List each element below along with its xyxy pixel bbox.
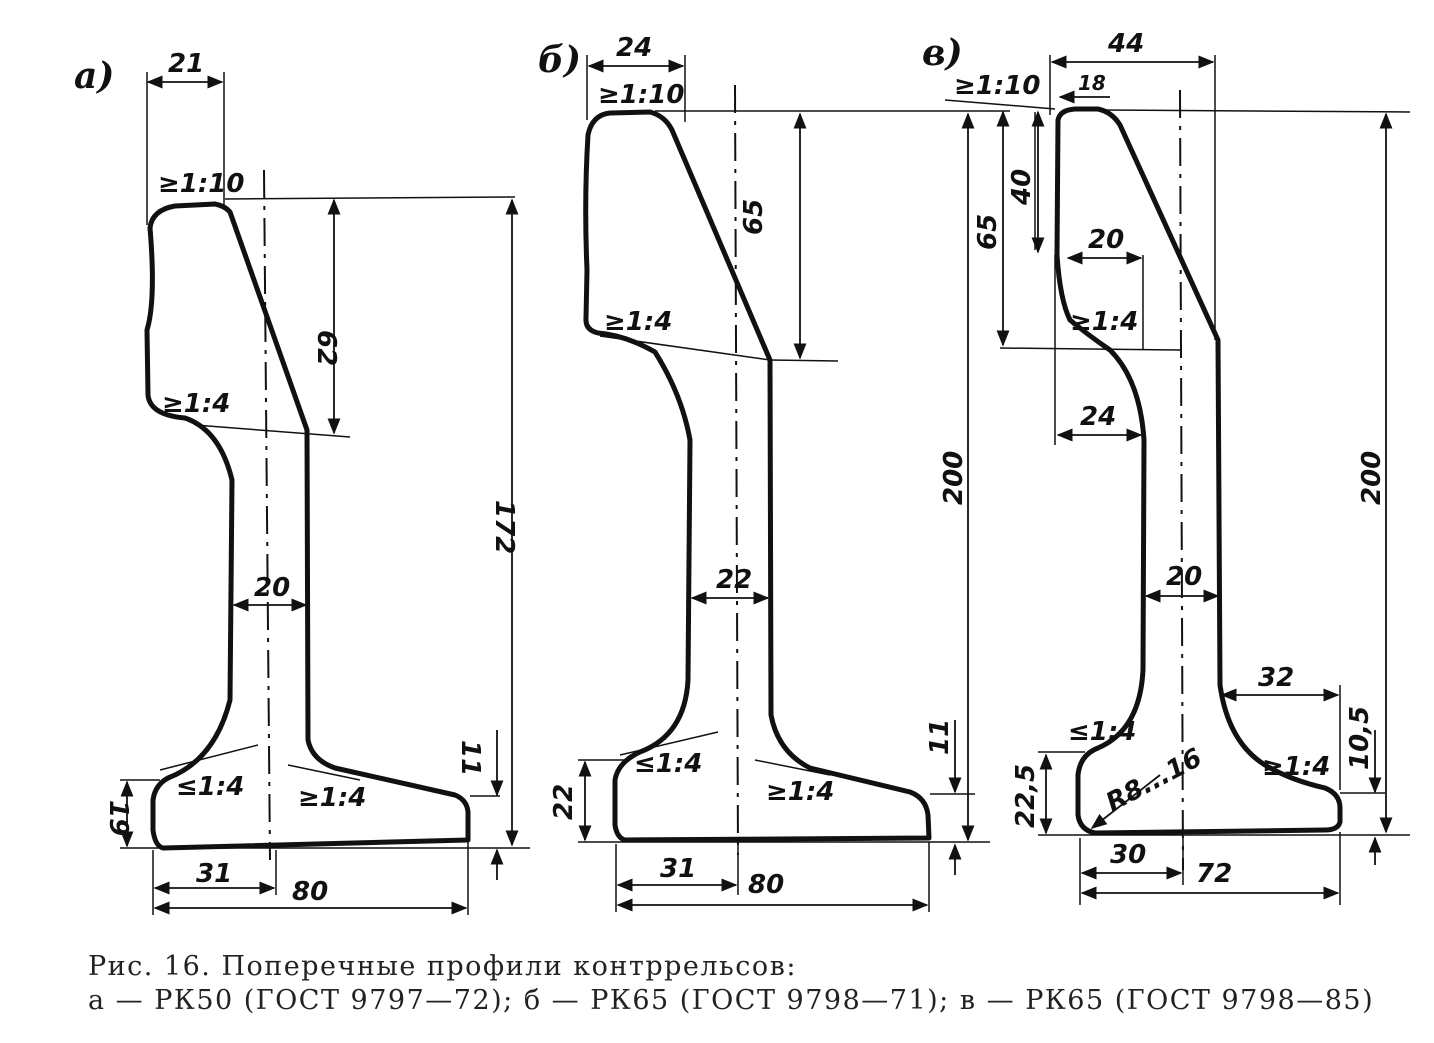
dim-a-half-base: 31 bbox=[196, 859, 232, 889]
dim-b-base: 80 bbox=[748, 870, 784, 900]
profile-c-outline bbox=[1054, 106, 1343, 836]
slope-a-base-left: ≤1:4 bbox=[176, 772, 244, 802]
profile-a-outline bbox=[144, 201, 471, 851]
dim-a-head-width: 21 bbox=[168, 49, 204, 79]
slope-c-base-right: ≥1:4 bbox=[1262, 752, 1330, 782]
dim-b-head-width: 24 bbox=[616, 33, 652, 63]
slope-c-base-left: ≤1:4 bbox=[1068, 717, 1136, 747]
dim-c-web: 20 bbox=[1166, 562, 1202, 592]
slope-a-base-right: ≥1:4 bbox=[298, 783, 366, 813]
dim-b-half-base: 31 bbox=[660, 854, 696, 884]
dim-a-head-height: 62 bbox=[311, 330, 341, 366]
rail-profiles-figure: а) 21 ≥1:10 ≥1:4 62 172 20 11 bbox=[74, 29, 1411, 915]
dim-c-24: 24 bbox=[1080, 402, 1116, 432]
dim-c-height-right: 200 bbox=[1357, 451, 1387, 505]
figure-caption: Рис. 16. Поперечные профили контррельсов… bbox=[88, 950, 1408, 1018]
slope-b-base-right: ≥1:4 bbox=[766, 777, 834, 807]
dim-c-40: 40 bbox=[1007, 169, 1037, 206]
slope-a-neck: ≥1:4 bbox=[162, 389, 230, 419]
panel-a: а) 21 ≥1:10 ≥1:4 62 172 20 11 bbox=[74, 49, 530, 915]
dim-a-web: 20 bbox=[254, 573, 290, 603]
centerline-b bbox=[734, 84, 739, 856]
slope-c-neck: ≥1:4 bbox=[1070, 307, 1138, 337]
centerline-c bbox=[1179, 89, 1184, 871]
dim-b-base-thick: 11 bbox=[925, 719, 955, 755]
dim-c-20-top: 20 bbox=[1088, 225, 1124, 255]
dim-a-base-thick: 11 bbox=[455, 740, 485, 776]
dim-c-10-5: 10,5 bbox=[1345, 706, 1375, 770]
caption-line-2: а — РК50 (ГОСТ 9797—72); б — РК65 (ГОСТ … bbox=[88, 985, 1375, 1016]
slope-a-top: ≥1:10 bbox=[158, 169, 244, 199]
dim-a-base-left: 19 bbox=[103, 800, 133, 836]
panel-b-letter: б) bbox=[538, 39, 581, 81]
dim-b-head-height: 65 bbox=[739, 199, 769, 235]
dim-a-base: 80 bbox=[292, 877, 328, 907]
slope-b-base-left: ≤1:4 bbox=[634, 749, 702, 779]
dim-b-height: 200 bbox=[939, 451, 969, 505]
dim-c-65: 65 bbox=[973, 214, 1003, 250]
dim-b-base-left: 22 bbox=[549, 784, 579, 820]
dim-c-base: 72 bbox=[1196, 859, 1232, 889]
dim-c-height-left: 200 bbox=[939, 451, 969, 505]
dim-c-30: 30 bbox=[1110, 840, 1146, 870]
slope-b-top: ≥1:10 bbox=[598, 80, 684, 110]
dim-c-22-5: 22,5 bbox=[1011, 764, 1041, 828]
centerline-a bbox=[263, 169, 271, 861]
panel-b: б) 24 ≥1:10 ≥1:4 65 200 22 11 ≤1:4 ≥1:4 bbox=[538, 33, 1010, 912]
dim-b-web: 22 bbox=[716, 565, 752, 595]
dim-c-32: 32 bbox=[1258, 663, 1294, 693]
caption-line-1: Рис. 16. Поперечные профили контррельсов… bbox=[88, 951, 797, 982]
dim-c-width: 44 bbox=[1107, 29, 1144, 59]
panel-c: в) 44 18 ≥1:10 bbox=[922, 29, 1411, 905]
profile-b-outline bbox=[583, 109, 932, 843]
panel-a-letter: а) bbox=[74, 55, 114, 97]
slope-b-neck: ≥1:4 bbox=[604, 307, 672, 337]
dim-c-radius: R8...16 bbox=[1101, 743, 1207, 818]
slope-c-top: ≥1:10 bbox=[954, 71, 1040, 101]
panel-c-letter: в) bbox=[922, 32, 963, 74]
dim-a-height: 172 bbox=[489, 500, 519, 554]
dim-c-top-width: 18 bbox=[1078, 71, 1106, 95]
